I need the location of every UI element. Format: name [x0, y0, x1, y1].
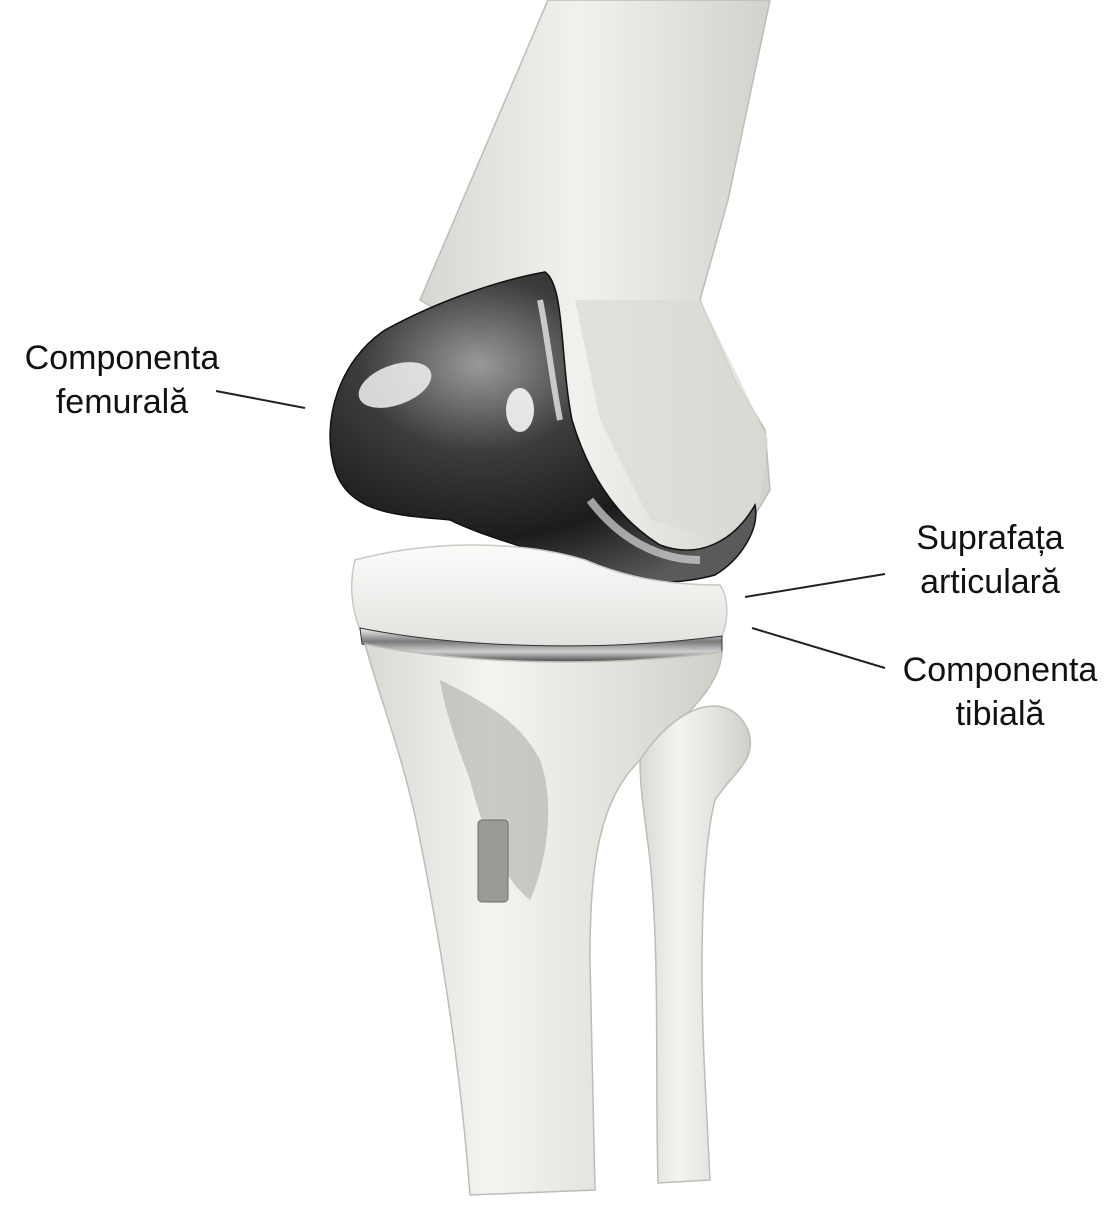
- tibial-stem: [478, 820, 508, 902]
- label-articular-line1: Suprafața: [900, 516, 1080, 560]
- label-tibial-line2: tibială: [890, 692, 1110, 736]
- label-femoral-line2: femurală: [6, 380, 238, 424]
- metal-highlight: [506, 388, 534, 432]
- label-femoral-component: Componenta femurală: [6, 336, 238, 424]
- label-tibial-component: Componenta tibială: [890, 648, 1110, 736]
- leader-line-tibial: [752, 628, 885, 668]
- label-articular-line2: articulară: [900, 560, 1080, 604]
- leader-line-articular: [745, 574, 885, 597]
- label-tibial-line1: Componenta: [890, 648, 1110, 692]
- label-femoral-line1: Componenta: [6, 336, 238, 380]
- fibula-bone: [640, 706, 750, 1183]
- label-articular-surface: Suprafața articulară: [900, 516, 1080, 604]
